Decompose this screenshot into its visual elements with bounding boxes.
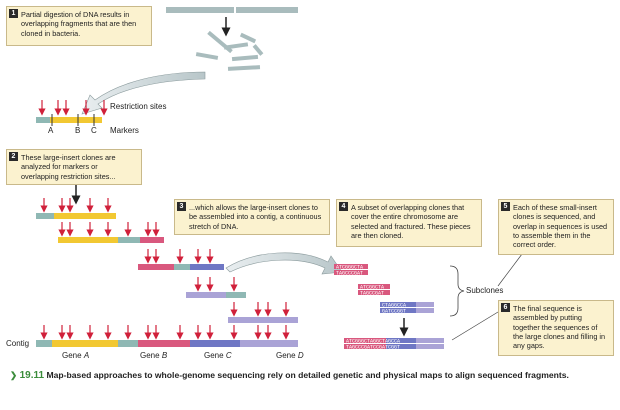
restriction-sites-label: Restriction sites xyxy=(110,102,167,111)
step-number-2: 2 xyxy=(9,152,18,161)
subclone-2-seq-b: TAGCCGAT xyxy=(360,291,384,297)
markers-label: Markers xyxy=(110,126,139,135)
subclones-label: Subclones xyxy=(466,286,504,295)
big-curved-arrow-2 xyxy=(225,252,343,275)
callout5-connector xyxy=(497,253,523,287)
step-number-5: 5 xyxy=(501,202,510,211)
callout-step-4: 4 A subset of overlapping clones that co… xyxy=(336,199,482,247)
dna-fragments xyxy=(195,30,264,71)
gene-c-prefix: Gene xyxy=(204,351,224,360)
figure-caption: ❯ 19.11 Map-based approaches to whole-ge… xyxy=(10,370,610,382)
gene-c-label: Gene C xyxy=(204,351,232,360)
gene-d-prefix: Gene xyxy=(276,351,296,360)
restriction-site-arrows-clones xyxy=(40,198,290,340)
chromosome-top xyxy=(166,7,298,13)
callout-step-2: 2 These large-insert clones are analyzed… xyxy=(6,149,142,185)
subclone-3-seq-b: GATCCGGT xyxy=(382,309,406,315)
final-seq-b: TAGCCCGATCCGATCGGT xyxy=(346,345,400,351)
final-seq-a: ATCGGGCTAGGCTAGCCA xyxy=(346,339,400,345)
marker-c-label: C xyxy=(91,126,97,135)
callout-step-2-text: These large-insert clones are analyzed f… xyxy=(21,153,116,181)
gene-b-prefix: Gene xyxy=(140,351,160,360)
gene-d-letter: D xyxy=(297,351,304,360)
contig-label: Contig xyxy=(6,339,30,348)
subclones-bracket xyxy=(449,265,465,317)
callout-step-5-text: Each of these small-insert clones is seq… xyxy=(513,203,608,250)
figure-number: 19.11 xyxy=(19,370,45,381)
figure-caption-text: Map-based approaches to whole-genome seq… xyxy=(46,370,569,380)
callout-step-5: 5 Each of these small-insert clones is s… xyxy=(498,199,614,255)
marker-a-label: A xyxy=(48,126,54,135)
step-number-3: 3 xyxy=(177,202,186,211)
clone-bar-3 xyxy=(138,264,224,270)
callout-step-6-text: The final sequence is assembled by putti… xyxy=(513,304,606,351)
subclone-3-seq-a: CTAGGCCA xyxy=(382,303,406,309)
subclone-2: ATCGGCTA TAGCCGAT xyxy=(358,284,390,297)
callout-step-3-text: ...which allows the large-insert clones … xyxy=(189,203,322,231)
figure-marker-icon: ❯ xyxy=(10,370,18,380)
subclone-1-seq-a: ATCGGGCTA xyxy=(336,265,363,271)
clone-bar-2 xyxy=(58,237,164,243)
gene-c-letter: C xyxy=(225,351,232,360)
gene-d-label: Gene D xyxy=(276,351,304,360)
restriction-site-arrows-top xyxy=(38,100,108,116)
contig-bar xyxy=(36,340,298,347)
callout-step-6: 6 The final sequence is assembled by put… xyxy=(498,300,614,356)
callout-step-4-text: A subset of overlapping clones that cove… xyxy=(351,203,471,240)
callout-step-3: 3 ...which allows the large-insert clone… xyxy=(174,199,330,235)
subclone-1: ATCGGGCTA TAGCCCGAT xyxy=(334,264,368,277)
marker-b-label: B xyxy=(75,126,81,135)
callout-step-1-text: Partial digestion of DNA results in over… xyxy=(21,10,137,38)
step-number-6: 6 xyxy=(501,303,510,312)
clone-bar-5 xyxy=(228,317,298,323)
clone-bar-1 xyxy=(36,213,116,219)
gene-a-prefix: Gene xyxy=(62,351,82,360)
subclone-1-seq-b: TAGCCCGAT xyxy=(336,271,363,277)
gene-a-letter: A xyxy=(83,351,90,360)
final-sequence: ATCGGGCTAGGCTAGCCA TAGCCCGATCCGATCGGT xyxy=(344,338,444,351)
big-curved-arrow-1 xyxy=(81,71,206,115)
clone-bar-top xyxy=(36,114,102,126)
gene-a-label: Gene A xyxy=(62,351,89,360)
step-number-1: 1 xyxy=(9,9,18,18)
subclone-2-seq-a: ATCGGCTA xyxy=(360,285,384,291)
subclone-3: CTAGGCCA GATCCGGT xyxy=(380,302,434,315)
gene-b-label: Gene B xyxy=(140,351,167,360)
callout-step-1: 1 Partial digestion of DNA results in ov… xyxy=(6,6,152,46)
callout6-connector xyxy=(451,311,499,341)
step-number-4: 4 xyxy=(339,202,348,211)
gene-b-letter: B xyxy=(161,351,168,360)
clone-bar-4 xyxy=(186,292,246,298)
